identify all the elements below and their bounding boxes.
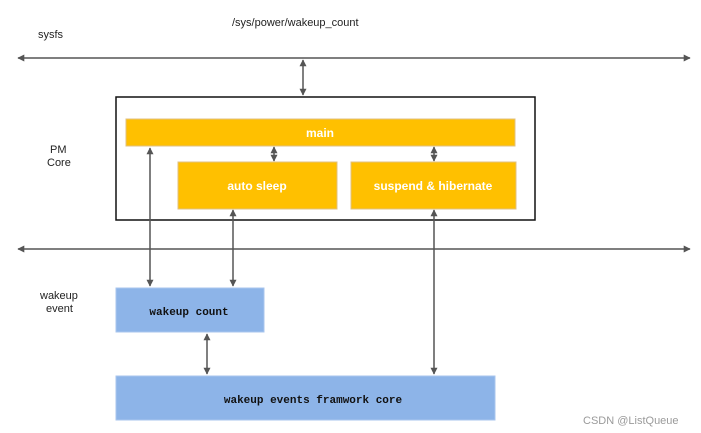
main-label: main [306,126,334,140]
wakeup-event-label-line1: wakeup [39,290,78,302]
pm-core-label-line1: PM [50,144,67,156]
sysfs-label: sysfs [38,29,64,41]
watermark: CSDN @ListQueue [583,415,679,427]
wakeup-events-core-label: wakeup events framwork core [224,395,403,407]
suspend-hibernate-box [350,161,517,210]
suspend-hibernate-label: suspend & hibernate [374,179,493,193]
wakeup-count-box [115,287,265,333]
pm-core-frame [115,96,536,221]
main-box [125,118,516,147]
wakeup-count-label: wakeup count [149,307,228,319]
sysfs-path-label: /sys/power/wakeup_count [232,17,359,29]
wakeup-events-core-box [115,375,496,421]
auto-sleep-label: auto sleep [227,179,286,193]
pm-core-label-line2: Core [47,157,71,169]
auto-sleep-box [177,161,338,210]
wakeup-event-label-line2: event [46,303,73,315]
